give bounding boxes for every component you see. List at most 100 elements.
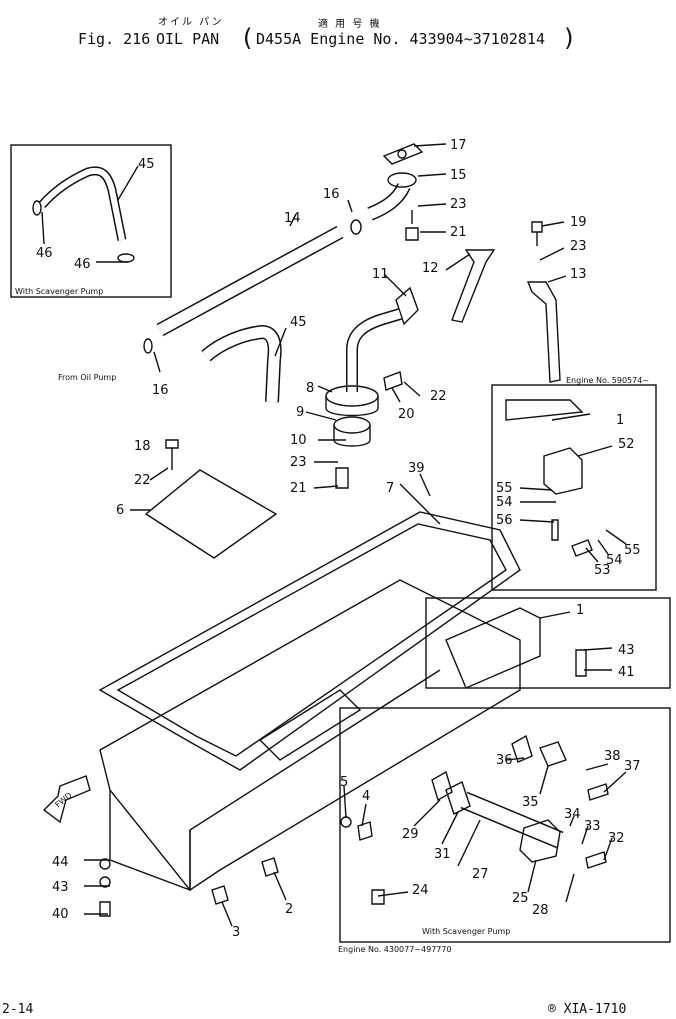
figure-header: オイル パン 適 用 号 機 Fig. 216 OIL PAN ( D455A … — [0, 0, 676, 60]
callout-56: 56 — [496, 513, 513, 528]
strainer-pipe-8-inner — [347, 309, 402, 392]
diagram-linework — [10, 143, 671, 943]
tube-27-inner — [461, 793, 563, 847]
callout-46-bottom: 46 — [74, 257, 91, 272]
callout-53: 53 — [594, 563, 611, 578]
callout-21-left: 21 — [290, 481, 307, 496]
callout-19: 19 — [570, 215, 587, 230]
oil-pan-bottom-edge — [189, 669, 441, 890]
callout-23-top: 23 — [450, 197, 467, 212]
callout-34: 34 — [564, 807, 581, 822]
bolt-40 — [99, 901, 111, 917]
callout-17: 17 — [450, 138, 467, 153]
callout-3: 3 — [232, 925, 240, 940]
callout-11: 11 — [372, 267, 389, 282]
strainer-9-body — [333, 425, 371, 447]
bolt-41 — [575, 649, 587, 677]
callout-35: 35 — [522, 795, 539, 810]
callout-21-top: 21 — [450, 225, 467, 240]
callout-41: 41 — [618, 665, 635, 680]
plate-6 — [144, 469, 278, 559]
callout-7: 7 — [386, 481, 394, 496]
gasket-11 — [395, 286, 419, 326]
pan-rim-gasket — [98, 511, 521, 771]
callout-6: 6 — [116, 503, 124, 518]
callout-27: 27 — [472, 867, 489, 882]
figure-title: OIL PAN — [156, 30, 220, 48]
callout-numbers: 45 46 46 17 15 16 23 21 14 19 23 13 12 1… — [36, 138, 641, 940]
callout-43-right: 43 — [618, 643, 635, 658]
callout-12: 12 — [422, 261, 439, 276]
usage-label-japanese: 適 用 号 機 — [318, 19, 382, 30]
callout-1-middle: 1 — [576, 603, 584, 618]
plug-4 — [357, 821, 373, 841]
callout-23-left: 23 — [290, 455, 307, 470]
bracket-12 — [451, 249, 496, 323]
callout-44: 44 — [52, 855, 69, 870]
o-ring-46b — [117, 253, 135, 263]
strainer-8-body — [325, 396, 379, 417]
callout-38: 38 — [604, 749, 621, 764]
note-from-oil-pump: From Oil Pump — [58, 373, 116, 382]
flange-35 — [539, 741, 567, 767]
gasket-17 — [382, 143, 424, 165]
pan-rim-inner — [116, 523, 507, 757]
scavenger-bottom-box — [339, 707, 671, 943]
callout-28: 28 — [532, 903, 549, 918]
callout-32: 32 — [608, 831, 625, 846]
callout-39: 39 — [408, 461, 425, 476]
o-ring-16-right — [350, 219, 362, 235]
catalog-code: ® XIA-1710 — [548, 1002, 627, 1017]
note-engine-range: Engine No. 430077~497770 — [338, 945, 452, 954]
gasket-36 — [511, 734, 533, 763]
callout-4: 4 — [362, 789, 370, 804]
bolt-21-lower — [335, 467, 349, 489]
callout-37: 37 — [624, 759, 641, 774]
part-name-japanese: オイル パン — [158, 17, 224, 28]
callout-1-top: 1 — [616, 413, 624, 428]
flange-25 — [519, 819, 561, 863]
callout-29: 29 — [402, 827, 419, 842]
o-ring-46a — [32, 200, 42, 216]
callout-2: 2 — [285, 902, 293, 917]
washer-44 — [99, 858, 111, 870]
callout-55-left: 55 — [496, 481, 513, 496]
callout-54-right: 54 — [606, 553, 623, 568]
bracket-52 — [543, 447, 583, 495]
bolt-32 — [585, 851, 607, 869]
bolt-21-top — [405, 210, 419, 241]
note-scavenger-inset: With Scavenger Pump — [15, 287, 103, 296]
fwd-arrow-shape — [42, 775, 91, 824]
right-detail-box — [425, 597, 671, 689]
flange-31 — [445, 781, 471, 815]
note-scavenger-bottom: With Scavenger Pump — [422, 927, 510, 936]
paren-close: ) — [562, 24, 577, 52]
gasket-17-hole — [397, 149, 407, 159]
callout-54-left: 54 — [496, 495, 513, 510]
callout-16-top: 16 — [323, 187, 340, 202]
paren-open: ( — [240, 24, 255, 52]
callout-36: 36 — [496, 753, 513, 768]
washer-5 — [340, 816, 352, 828]
callout-14: 14 — [284, 211, 301, 226]
bolt-37 — [587, 783, 609, 801]
elbow-15-flange — [387, 172, 417, 188]
plug-3 — [211, 885, 229, 905]
callout-5: 5 — [340, 775, 348, 790]
page-number: 2-14 — [2, 1002, 34, 1017]
callout-46-left: 46 — [36, 246, 53, 261]
fwd-arrow: FWD — [42, 775, 91, 824]
callout-55-right: 55 — [624, 543, 641, 558]
callout-45-middle: 45 — [290, 315, 307, 330]
washer-43 — [99, 876, 111, 888]
callout-43-left: 43 — [52, 880, 69, 895]
scavenger-hose-inner — [39, 168, 125, 241]
inset-pan-rail — [505, 399, 584, 421]
hose-45-inner — [202, 326, 281, 403]
callout-52: 52 — [618, 437, 635, 452]
bolt-53 — [571, 539, 593, 557]
callout-16-left: 16 — [152, 383, 169, 398]
callout-45-top: 45 — [138, 157, 155, 172]
callout-13: 13 — [570, 267, 587, 282]
